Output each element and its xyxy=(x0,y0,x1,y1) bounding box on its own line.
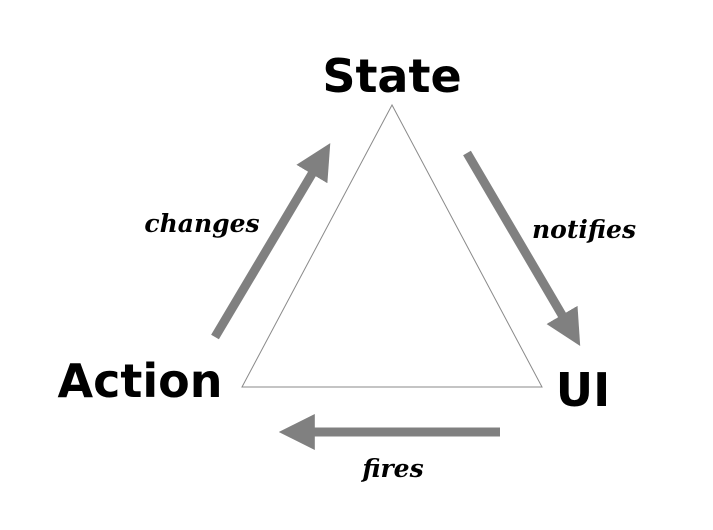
action-node-label: Action xyxy=(58,354,223,408)
changes-edge-label: changes xyxy=(144,209,259,238)
notifies-edge-label: notifies xyxy=(532,215,636,244)
state-node-label: State xyxy=(322,49,461,103)
notifies-arrow xyxy=(463,150,581,346)
ui-node-label: UI xyxy=(556,363,610,417)
changes-arrow xyxy=(211,143,331,340)
center-triangle xyxy=(241,103,543,388)
fires-edge-label: fires xyxy=(360,454,423,483)
